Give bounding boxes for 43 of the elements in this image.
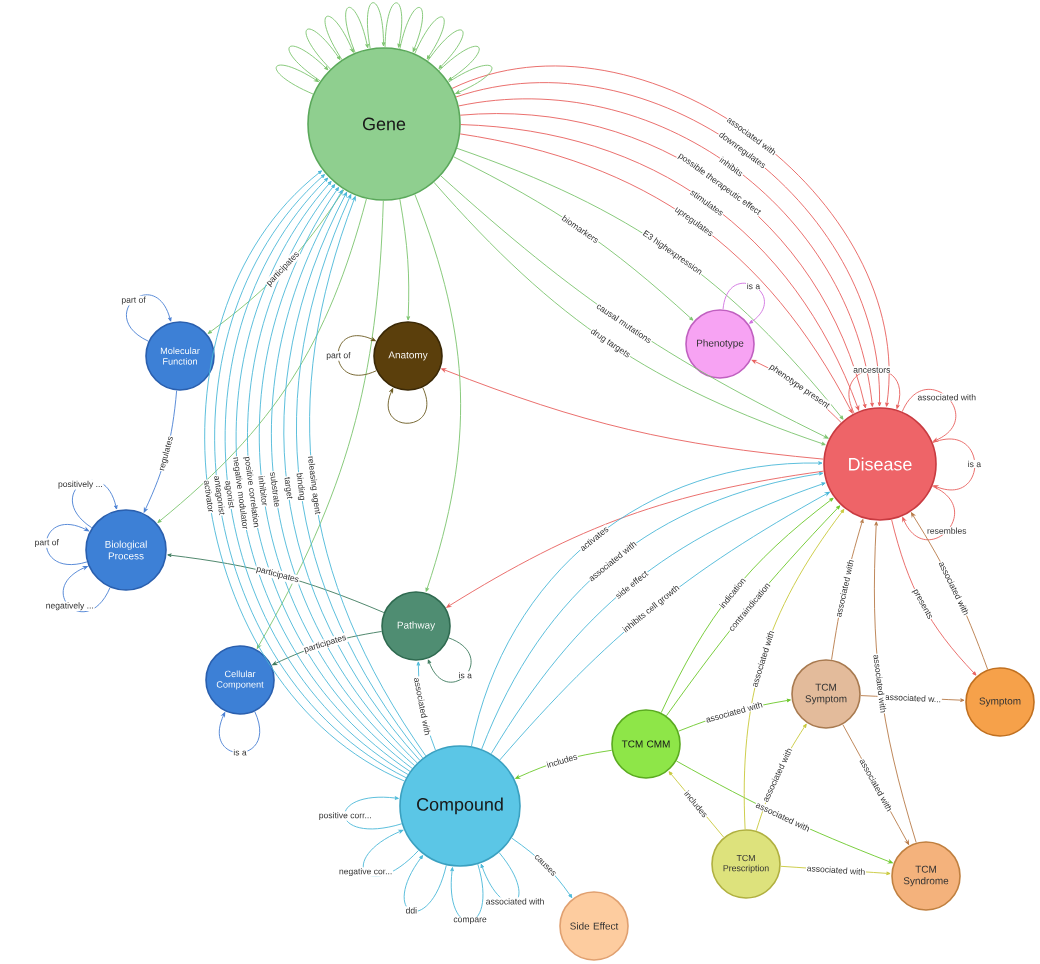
arrow: [414, 193, 461, 592]
arrow: [344, 796, 403, 830]
arrow: [157, 198, 367, 523]
arrow: [447, 65, 493, 94]
arrow: [62, 565, 111, 613]
arrow: [305, 28, 341, 70]
arrow: [384, 2, 403, 48]
arrow: [427, 29, 464, 69]
arrow: [450, 863, 484, 922]
arrow: [288, 45, 329, 82]
arrow: [207, 189, 345, 334]
arrow: [901, 389, 957, 442]
arrow: [275, 64, 319, 95]
arrow: [256, 200, 384, 649]
arrow: [515, 749, 613, 779]
arrow: [932, 438, 976, 491]
arrow: [399, 198, 411, 321]
arrow: [453, 156, 694, 321]
arrow: [167, 553, 385, 613]
arrow: [438, 45, 480, 81]
arrow: [367, 2, 386, 49]
arrow: [337, 335, 377, 376]
arrow: [272, 631, 383, 666]
arrow: [388, 387, 428, 424]
arrow: [427, 637, 472, 683]
arrow: [848, 369, 901, 414]
arrow: [143, 390, 178, 513]
arrow: [219, 711, 261, 754]
arrow: [668, 771, 725, 838]
arrow: [126, 294, 172, 342]
arrow: [511, 837, 573, 899]
arrow: [399, 7, 423, 53]
arrow: [891, 519, 977, 676]
arrow: [441, 368, 824, 460]
arrow: [345, 7, 369, 54]
arrow: [72, 480, 118, 529]
arrow: [45, 524, 90, 565]
arrow: [446, 470, 825, 608]
arrow: [403, 855, 447, 912]
arrow: [324, 15, 354, 61]
arrow: [902, 485, 955, 541]
arrow: [722, 282, 765, 324]
arrow: [414, 16, 445, 60]
